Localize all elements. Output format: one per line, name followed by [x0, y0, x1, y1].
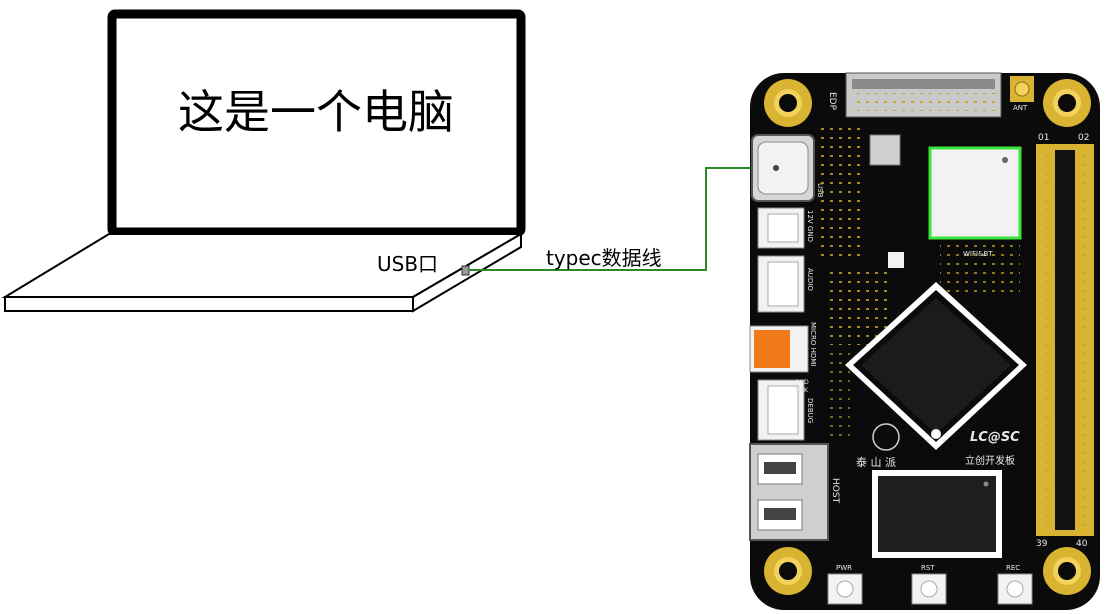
- lcsc-logo: LC@SC 立创开发板: [965, 430, 1020, 467]
- usb-port-label: USB口: [377, 252, 438, 276]
- edp-connector: EDP: [827, 72, 1002, 118]
- wifi-label: WIFI&BT: [963, 250, 993, 258]
- laptop-screen-frame: [107, 9, 526, 237]
- gpio-header: 01 02 39 40: [1036, 133, 1094, 549]
- edp-label: EDP: [827, 92, 837, 111]
- rec-label: REC: [1006, 564, 1020, 572]
- lcsc-cn-label: 立创开发板: [965, 454, 1015, 467]
- usb-c-port: USB: [751, 134, 824, 202]
- pwr-label: PWR: [836, 564, 852, 572]
- brand-cn-label: 泰 山 派: [856, 455, 896, 469]
- mounting-holes: [764, 79, 1091, 595]
- usb-host-port: HOST: [749, 443, 840, 541]
- laptop-base-front: [4, 296, 414, 312]
- pin-1-label: 01: [1038, 133, 1049, 143]
- cable-label: typec数据线: [546, 246, 662, 270]
- audio-label: AUDIO: [806, 268, 814, 291]
- debug-connector: GND MSK DEBUG: [757, 379, 814, 441]
- pin-2-label: 02: [1078, 133, 1089, 143]
- typec-cable: typec数据线: [469, 167, 768, 271]
- power-label: 12V GND: [806, 210, 814, 242]
- usb-port-icon: [461, 265, 470, 276]
- buttons: PWR RST REC: [827, 564, 1033, 605]
- cable-line: [469, 167, 768, 271]
- debug-label: DEBUG: [806, 398, 814, 423]
- wifi-bt-module: WIFI&BT: [928, 146, 1022, 258]
- pin-39-label: 39: [1036, 539, 1048, 549]
- passive-components: [820, 125, 1020, 440]
- rst-label: RST: [921, 564, 935, 572]
- ant-label: ANT: [1013, 104, 1028, 112]
- micro-hdmi-port: MICRO HDMI: [749, 322, 817, 373]
- antenna-connector: ANT: [1010, 76, 1034, 112]
- gnd-label: GND: [795, 379, 809, 386]
- taishan-logo: 泰 山 派: [856, 423, 900, 469]
- laptop-screen-text: 这是一个电脑: [178, 85, 454, 139]
- msk-label: MSK: [795, 387, 809, 394]
- main-soc: [845, 282, 1027, 450]
- lcsc-label: LC@SC: [970, 430, 1020, 445]
- audio-connector: AUDIO: [757, 255, 814, 313]
- host-label: HOST: [830, 478, 840, 504]
- laptop: 这是一个电脑 USB口: [1, 9, 526, 313]
- power-connector: 12V GND: [757, 207, 814, 249]
- hdmi-label: MICRO HDMI: [809, 322, 817, 366]
- memory-chip: [872, 470, 1002, 558]
- mascot-icon: [872, 423, 900, 451]
- pin-40-label: 40: [1076, 539, 1088, 549]
- dev-board: EDP ANT USB 12V GND AUDIO: [749, 72, 1100, 610]
